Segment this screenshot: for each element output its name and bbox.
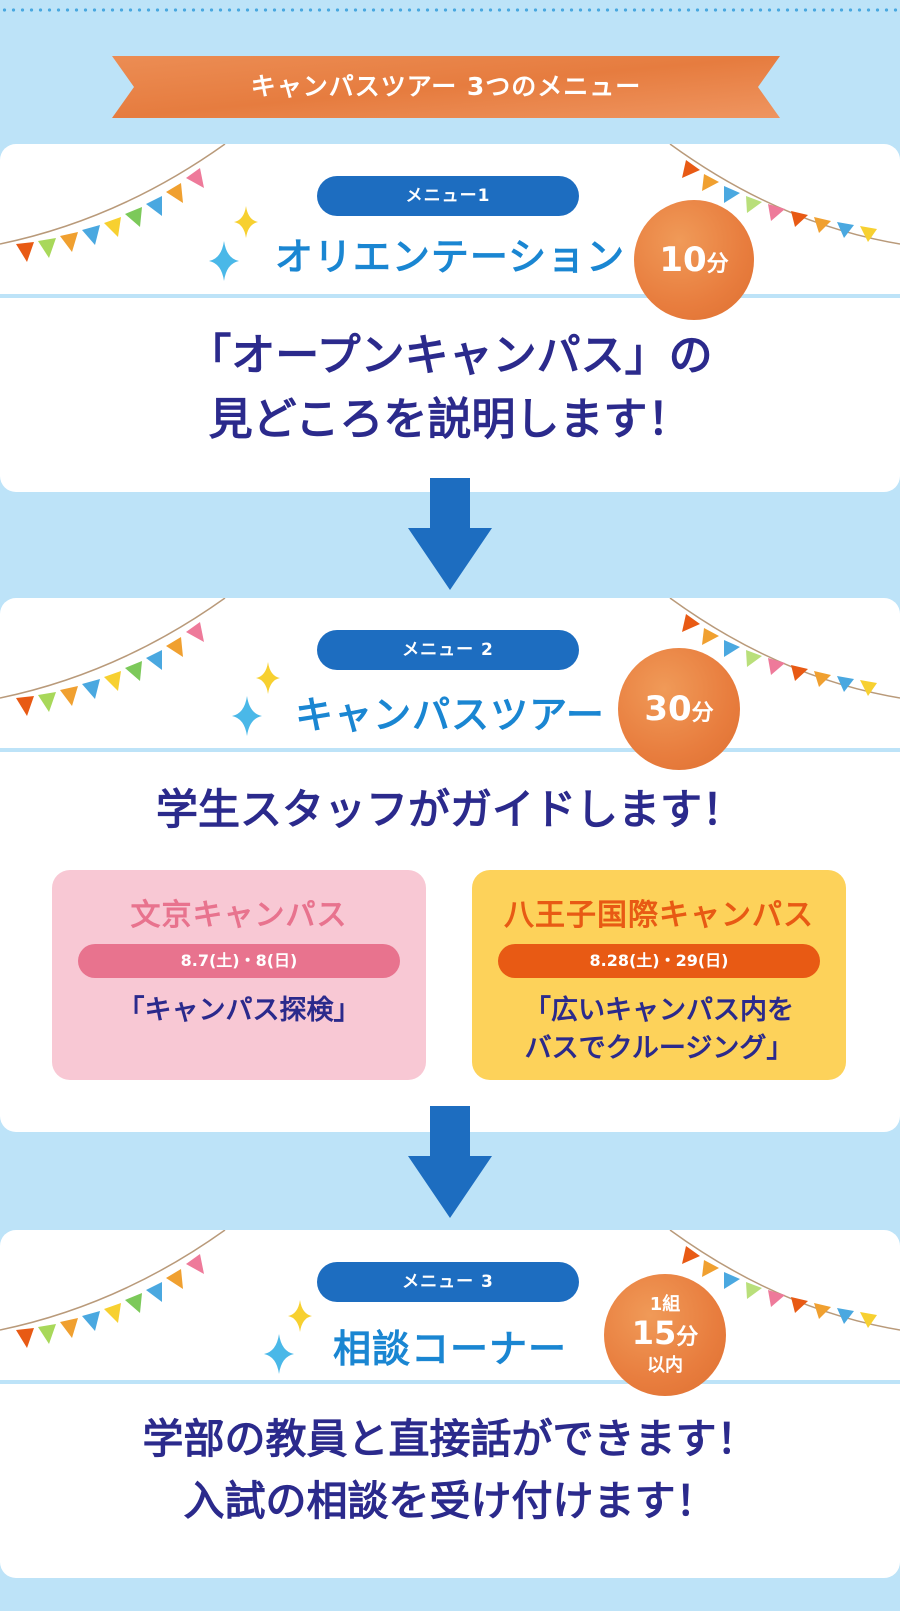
menu-card-2-header: メニュー 2 キャンパスツアー 30 分 — [0, 598, 900, 770]
menu-description: 学生スタッフがガイドします！ — [0, 780, 900, 840]
description-line: 「オープンキャンパス」の — [187, 330, 713, 381]
duration-number: 10 — [659, 240, 707, 280]
sparkle-icon — [288, 1300, 312, 1332]
menu-description: 「オープンキャンパス」の 見どころを説明します！ — [0, 324, 900, 452]
campus-description: 「広いキャンパス内を バスでクルージング」 — [472, 992, 846, 1068]
campus-date: 8.28(土)・29(日) — [498, 944, 820, 978]
description-line: 入試の相談を受け付けます！ — [183, 1477, 717, 1525]
duration-badge: 10 分 — [634, 200, 754, 320]
arrow-down-icon — [408, 478, 492, 590]
badge-bottom-label: 以内 — [647, 1354, 683, 1376]
campus-description: 「キャンパス探検」 — [52, 992, 426, 1030]
menu-title: 相談コーナー — [332, 1327, 567, 1371]
campus-name: 八王子国際キャンパス — [504, 898, 814, 933]
duration-unit: 分 — [706, 252, 729, 277]
dotted-border — [0, 8, 900, 12]
menu-card-3: メニュー 3 相談コーナー 1組 15 分 以内 学部の教員と直接話ができます！… — [0, 1230, 900, 1578]
campus-description-line: バスでクルージング」 — [524, 1033, 794, 1064]
campus-date: 8.7(土)・8(日) — [78, 944, 400, 978]
campus-box-bunkyo: 文京キャンパス 8.7(土)・8(日) 「キャンパス探検」 — [52, 870, 426, 1080]
duration-number: 30 — [644, 689, 692, 729]
menu-label-pill: メニュー 3 — [317, 1262, 579, 1302]
description-line: 学部の教員と直接話ができます！ — [142, 1415, 758, 1463]
campus-name: 文京キャンパス — [130, 898, 348, 933]
menu-title: オリエンテーション — [274, 235, 626, 279]
header-title: キャンパスツアー 3つのメニュー — [250, 72, 642, 101]
badge-top-label: 1組 — [649, 1293, 681, 1315]
duration-number: 15 — [631, 1313, 677, 1352]
sparkle-icon — [264, 1334, 294, 1374]
menu-title: キャンパスツアー — [295, 693, 605, 737]
menu-card-3-header: メニュー 3 相談コーナー 1組 15 分 以内 — [0, 1230, 900, 1396]
duration-badge: 1組 15 分 以内 — [604, 1274, 726, 1396]
sparkle-icon — [234, 206, 258, 238]
arrow-down-icon — [408, 1106, 492, 1218]
sparkle-icon — [256, 662, 280, 694]
campus-description-line: 「キャンパス探検」 — [117, 995, 361, 1026]
bunting-flags-icon — [0, 1230, 900, 1348]
menu-card-1-header: メニュー1 オリエンテーション 10 分 — [0, 144, 900, 320]
menu-label-pill: メニュー 2 — [317, 630, 579, 670]
sparkle-icon — [232, 696, 262, 736]
bunting-flags-icon — [0, 144, 900, 262]
campus-description-line: 「広いキャンパス内を — [524, 995, 794, 1026]
description-line: 見どころを説明します！ — [208, 394, 692, 445]
sparkle-icon — [209, 241, 239, 281]
header-ribbon: キャンパスツアー 3つのメニュー — [112, 56, 780, 118]
menu-card-1: メニュー1 オリエンテーション 10 分 「オープンキャンパス」の 見どころを説… — [0, 144, 900, 492]
description-line: 学生スタッフがガイドします！ — [155, 785, 744, 834]
duration-badge: 30 分 — [618, 648, 740, 770]
bunting-flags-icon — [0, 598, 900, 716]
menu-description: 学部の教員と直接話ができます！ 入試の相談を受け付けます！ — [0, 1408, 900, 1532]
duration-unit: 分 — [676, 1324, 699, 1350]
menu-label-pill: メニュー1 — [317, 176, 579, 216]
campus-box-hachioji: 八王子国際キャンパス 8.28(土)・29(日) 「広いキャンパス内を バスでク… — [472, 870, 846, 1080]
duration-unit: 分 — [691, 701, 714, 726]
